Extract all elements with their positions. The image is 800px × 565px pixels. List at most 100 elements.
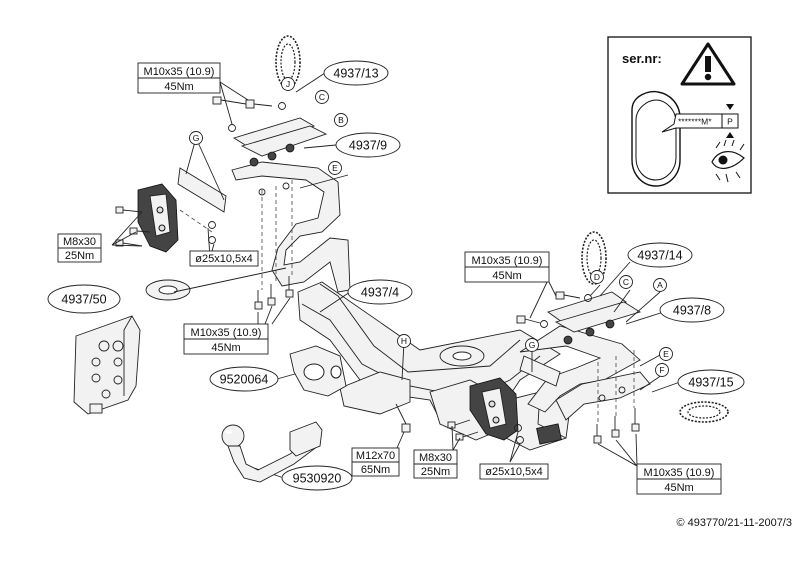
washer-icon	[208, 236, 216, 244]
svg-text:25Nm: 25Nm	[421, 466, 450, 478]
washer-icon	[516, 436, 524, 444]
callout-g-left: G	[189, 131, 203, 145]
bolt-icon	[555, 291, 581, 300]
svg-text:45Nm: 45Nm	[164, 81, 193, 93]
svg-text:M8x30: M8x30	[419, 452, 452, 464]
callout-f: F	[655, 363, 669, 377]
callout-j: J	[281, 77, 295, 91]
washer-icon	[584, 294, 592, 302]
svg-text:ø25x10,5x4: ø25x10,5x4	[485, 466, 542, 478]
part-oval-4937-50: 4937/50	[47, 284, 121, 314]
washer-icon	[514, 424, 522, 432]
part-oval-4937-15: 4937/15	[677, 369, 745, 395]
callout-e-left: E	[328, 161, 342, 175]
svg-text:M8x30: M8x30	[63, 236, 96, 248]
part-oval-4937-8: 4937/8	[659, 297, 725, 323]
serial-warning-box: ser.nr: *******M* P	[607, 36, 752, 194]
right-vehicle-mount	[469, 377, 519, 441]
callout-letters: G J C B E H G D C A E F	[189, 77, 673, 377]
svg-text:M10x35 (10.9): M10x35 (10.9)	[191, 327, 262, 339]
left-bracket-plate	[177, 117, 328, 213]
right-bracket-plate	[519, 291, 642, 402]
callout-g-right: G	[525, 338, 539, 352]
tow-ball-neck-9530920	[221, 421, 323, 483]
svg-text:E: E	[663, 349, 669, 359]
bolt-icon	[245, 99, 273, 109]
washer-icon	[278, 102, 286, 110]
bolt-icon	[516, 315, 541, 324]
washer-icon	[228, 124, 236, 132]
svg-text:D: D	[594, 272, 600, 282]
callout-e-right: E	[659, 347, 673, 361]
svg-text:ø25x10,5x4: ø25x10,5x4	[195, 253, 252, 265]
copyright-text: © 493770/21-11-2007/3	[676, 517, 792, 529]
svg-text:4937/13: 4937/13	[333, 67, 378, 81]
spec-right-m8: M8x30 25Nm	[413, 449, 458, 479]
bolt-icon	[285, 276, 294, 298]
svg-text:4937/9: 4937/9	[349, 139, 387, 153]
svg-text:45Nm: 45Nm	[492, 270, 521, 282]
svg-text:A: A	[657, 280, 663, 290]
washer-icon	[208, 221, 216, 229]
serrated-washer-bottom-right	[679, 401, 729, 423]
svg-text:G: G	[529, 340, 536, 350]
serial-plate-callout: *******M* P	[661, 104, 739, 138]
callout-d: D	[590, 270, 604, 284]
spec-right-washer: ø25x10,5x4	[479, 463, 549, 480]
socket-bracket-4937-50	[73, 315, 141, 415]
svg-text:B: B	[338, 115, 344, 125]
svg-text:65Nm: 65Nm	[361, 464, 390, 476]
washer-icon	[540, 320, 548, 328]
spec-left-m8: M8x30 25Nm	[57, 233, 102, 263]
plate-oval-icon	[631, 90, 681, 187]
bolt-icon	[447, 419, 471, 429]
svg-text:45Nm: 45Nm	[664, 482, 693, 494]
svg-text:25Nm: 25Nm	[65, 250, 94, 262]
callout-c-right: C	[619, 275, 633, 289]
part-oval-4937-4: 4937/4	[347, 279, 413, 305]
bolt-icon	[267, 284, 276, 306]
bolt-icon	[593, 424, 602, 444]
part-oval-4937-9: 4937/9	[335, 132, 401, 158]
svg-text:M10x35 (10.9): M10x35 (10.9)	[472, 255, 543, 267]
svg-text:M10x35 (10.9): M10x35 (10.9)	[644, 467, 715, 479]
assembly-dash-lines	[179, 180, 635, 424]
svg-text:4937/15: 4937/15	[688, 376, 733, 390]
svg-text:*******M*: *******M*	[678, 117, 712, 127]
spec-right-top-bolt: M10x35 (10.9) 45Nm	[464, 251, 550, 283]
right-spacer-disc	[439, 345, 485, 367]
svg-text:9530920: 9530920	[293, 472, 342, 486]
bolt-icon	[115, 206, 143, 214]
bolt-icon	[395, 403, 411, 433]
serrated-washer-top-left	[275, 35, 301, 89]
warning-triangle-icon	[680, 42, 736, 86]
serial-label: ser.nr:	[622, 51, 662, 66]
left-vehicle-mount	[137, 183, 179, 253]
svg-text:F: F	[659, 365, 664, 375]
spec-bottom-right-bolt: M10x35 (10.9) 45Nm	[636, 463, 722, 495]
svg-text:H: H	[401, 336, 407, 346]
eye-icon	[711, 139, 745, 183]
serrated-washer-top-right	[581, 231, 607, 285]
spec-top-left-bolt: M10x35 (10.9) 45Nm	[137, 62, 221, 94]
part-oval-9530920: 9530920	[281, 465, 353, 491]
svg-text:4937/4: 4937/4	[361, 286, 399, 300]
bolt-icon	[611, 416, 620, 438]
svg-text:E: E	[332, 163, 338, 173]
bolt-icon	[129, 227, 151, 235]
svg-text:C: C	[623, 277, 629, 287]
spec-center-bolt: M10x35 (10.9) 45Nm	[183, 323, 269, 355]
svg-text:45Nm: 45Nm	[211, 342, 240, 354]
ball-socket-bracket-9520064	[289, 345, 347, 397]
part-oval-9520064: 9520064	[209, 366, 279, 392]
bolt-icon	[254, 290, 263, 310]
svg-text:4937/50: 4937/50	[61, 293, 106, 307]
bolts	[115, 96, 640, 444]
svg-text:P: P	[727, 117, 733, 127]
svg-text:9520064: 9520064	[220, 373, 269, 387]
svg-text:C: C	[319, 92, 325, 102]
callout-b: B	[334, 113, 348, 127]
callout-a: A	[653, 278, 667, 292]
bolt-icon	[455, 431, 479, 441]
